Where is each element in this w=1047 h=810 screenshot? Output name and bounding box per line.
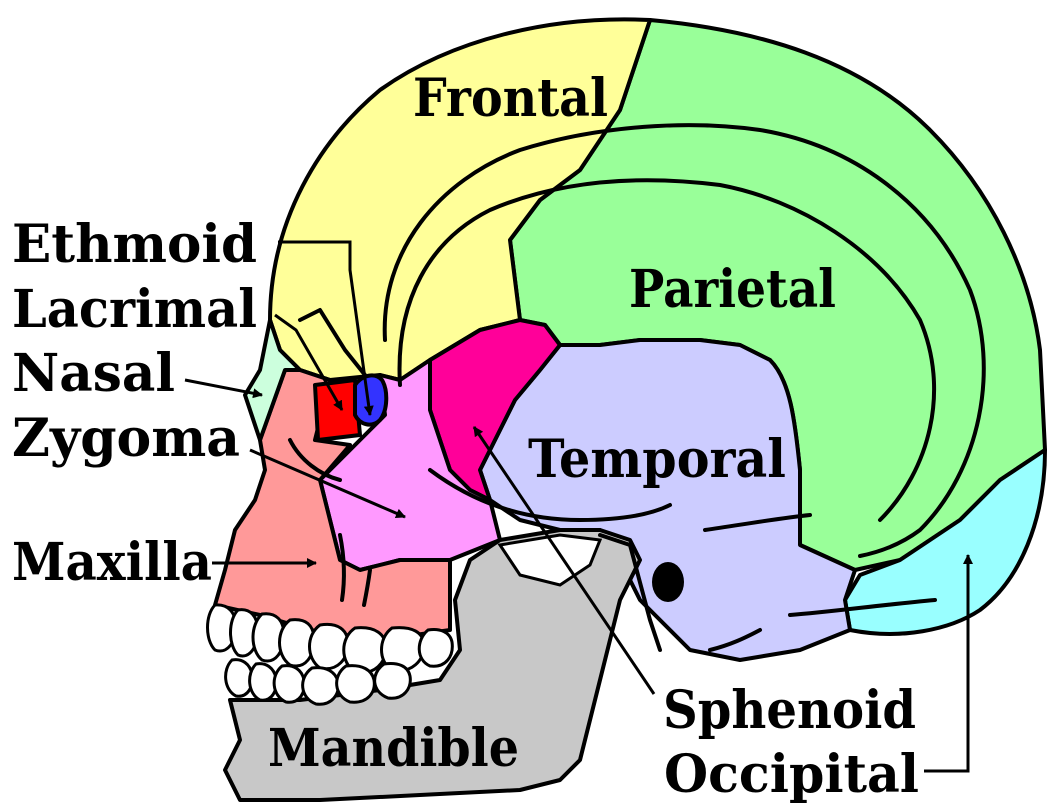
tooth: [375, 664, 411, 699]
nasal-label: Nasal: [12, 343, 175, 404]
tooth: [250, 664, 277, 701]
parietal-label: Parietal: [629, 259, 836, 320]
tooth: [337, 666, 375, 703]
sphenoid-label: Sphenoid: [663, 680, 916, 741]
lacrimal-label: Lacrimal: [12, 279, 257, 340]
ethmoid-label: Ethmoid: [12, 214, 257, 275]
tooth: [419, 630, 452, 667]
tooth: [310, 624, 349, 668]
mandible-label: Mandible: [268, 718, 519, 779]
tooth: [303, 668, 339, 705]
maxilla-label: Maxilla: [12, 532, 212, 593]
ear-canal: [652, 562, 684, 602]
occipital-label: Occipital: [664, 744, 919, 805]
temporal-label: Temporal: [528, 429, 786, 490]
frontal-label: Frontal: [413, 68, 608, 129]
ethmoid-bone: [355, 375, 386, 424]
zygoma-label: Zygoma: [12, 408, 240, 469]
tooth: [274, 666, 304, 703]
